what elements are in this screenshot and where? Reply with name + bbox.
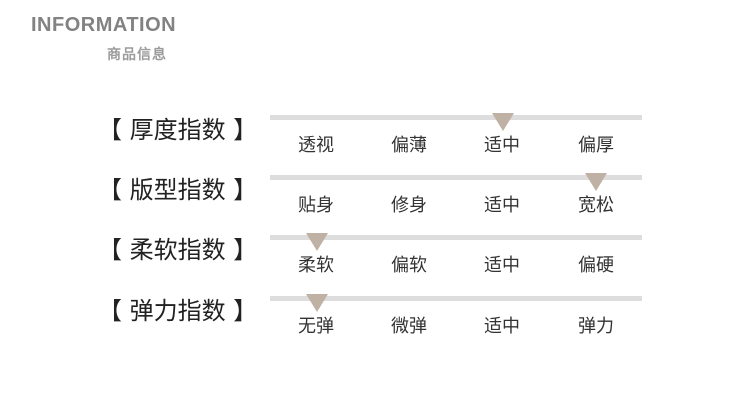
scale-option: 适中 xyxy=(484,195,520,216)
scale-option: 贴身 xyxy=(298,195,334,216)
rating-label: 【 版型指数 】 xyxy=(98,176,258,204)
scale-track xyxy=(270,235,642,240)
scale-option: 弹力 xyxy=(578,316,614,337)
rating-row-fit: 【 版型指数 】 贴身 修身 适中 宽松 xyxy=(0,173,750,235)
scale-option: 偏硬 xyxy=(578,255,614,276)
scale-marker xyxy=(584,173,607,191)
rating-label: 【 厚度指数 】 xyxy=(98,116,258,144)
rating-row-thickness: 【 厚度指数 】 透视 偏薄 适中 偏厚 xyxy=(0,113,750,175)
rating-label: 【 柔软指数 】 xyxy=(98,236,258,264)
scale-track xyxy=(270,175,642,180)
scale-option: 宽松 xyxy=(578,195,614,216)
scale-track xyxy=(270,115,642,120)
scale-option: 柔软 xyxy=(298,255,334,276)
scale-option: 适中 xyxy=(484,135,520,156)
scale-option: 适中 xyxy=(484,316,520,337)
rating-row-softness: 【 柔软指数 】 柔软 偏软 适中 偏硬 xyxy=(0,233,750,295)
rating-row-elasticity: 【 弹力指数 】 无弹 微弹 适中 弹力 xyxy=(0,294,750,356)
scale-marker xyxy=(305,294,328,312)
scale-option: 偏厚 xyxy=(578,135,614,156)
scale-marker xyxy=(305,233,328,251)
scale-option: 适中 xyxy=(484,255,520,276)
scale-option: 透视 xyxy=(298,135,334,156)
header-title-en: INFORMATION xyxy=(31,14,177,36)
scale-option: 无弹 xyxy=(298,316,334,337)
scale-option: 微弹 xyxy=(391,316,427,337)
scale-option: 修身 xyxy=(391,195,427,216)
header-title-cn: 商品信息 xyxy=(107,47,167,63)
scale-track xyxy=(270,296,642,301)
rating-label: 【 弹力指数 】 xyxy=(98,297,258,325)
scale-marker xyxy=(491,113,514,131)
scale-option: 偏软 xyxy=(391,255,427,276)
scale-option: 偏薄 xyxy=(391,135,427,156)
